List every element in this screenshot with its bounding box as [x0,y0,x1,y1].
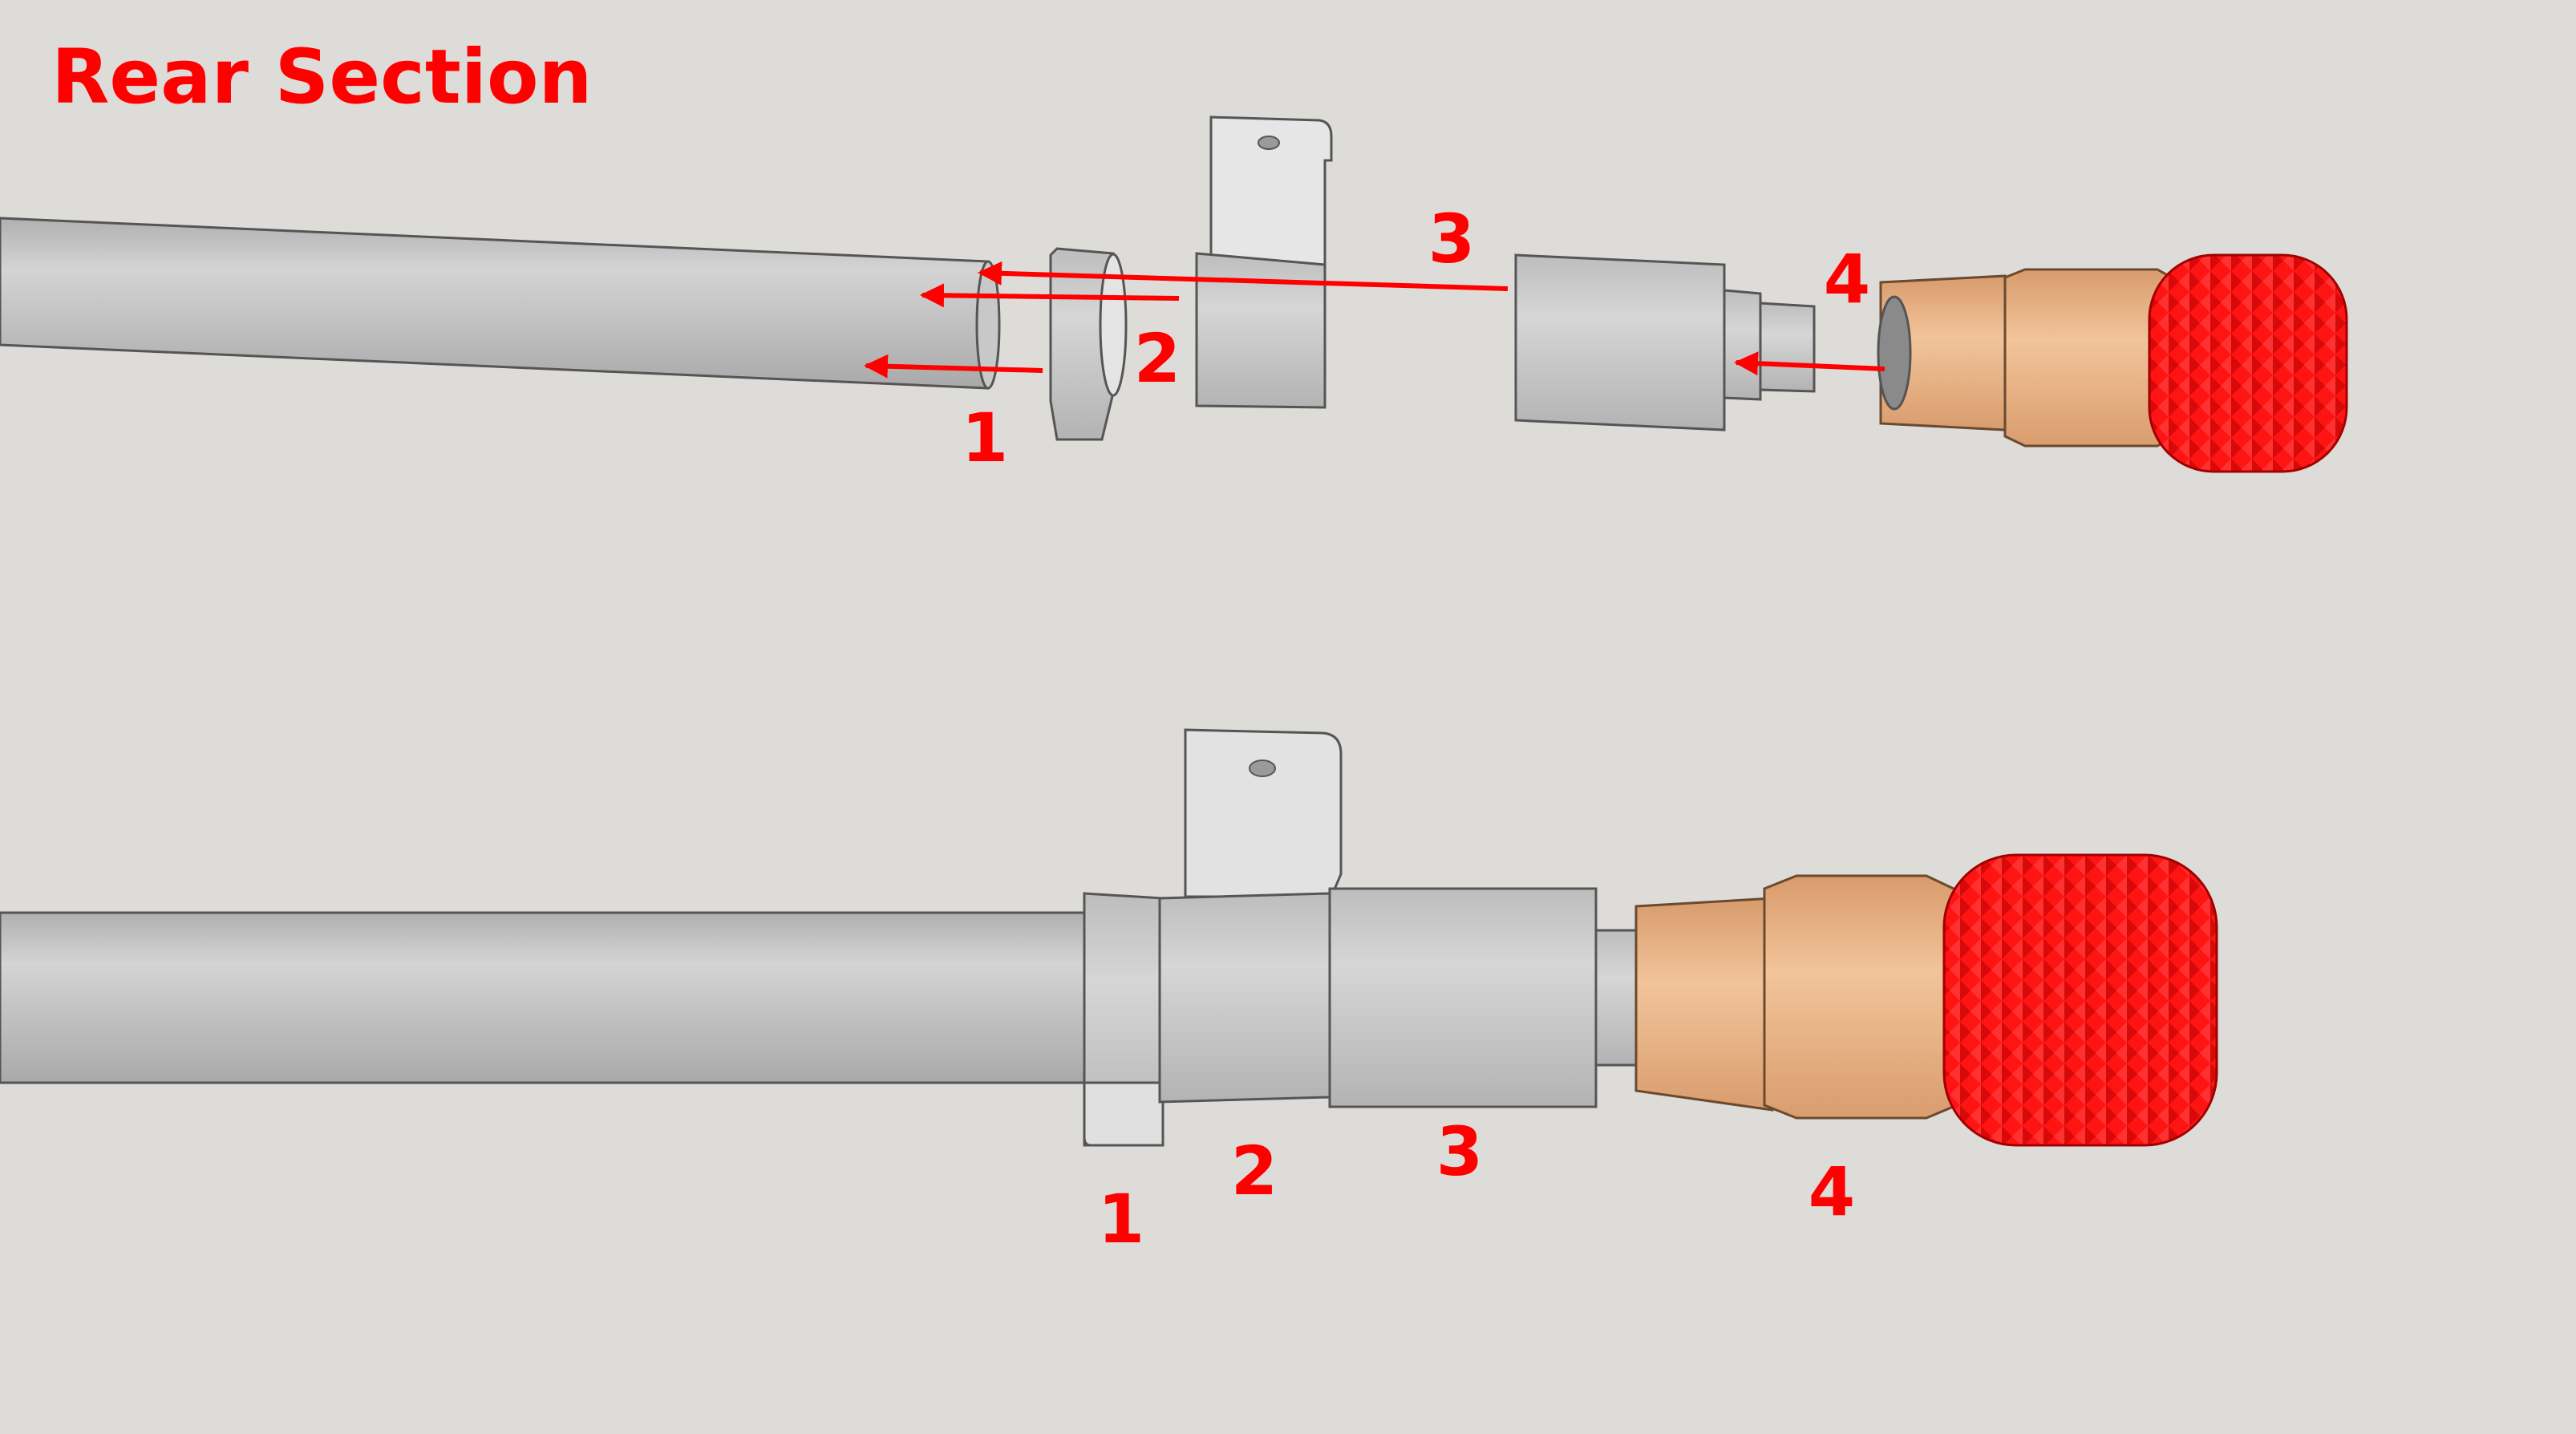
assembled-part-1-flange-tab [1083,1081,1164,1147]
exploded-part-3-step [1723,289,1762,401]
assembled-part-4-fitting [1634,897,1774,1112]
exploded-view [0,115,2348,473]
assembled-part-4-knob [1942,853,2218,1147]
exploded-tube [0,217,990,390]
assembled-callout-1: 1 [1097,1180,1145,1258]
assembled-callout-4: 4 [1808,1152,1856,1231]
assembled-part-3-sleeve [1328,887,1598,1108]
assembled-tube [0,911,1092,1084]
exploded-arrow-3 [978,261,1509,291]
exploded-part-1-flange-face [1099,253,1128,397]
assembled-callout-3: 3 [1436,1112,1484,1191]
assembled-part-4-hex [1763,874,1958,1120]
assembled-part-3-spigot [1594,929,1639,1067]
exploded-callout-2: 2 [1133,319,1181,398]
exploded-callout-4: 4 [1823,240,1871,318]
assembled-part-2-bracket [1184,728,1343,898]
exploded-part-2-collar [1195,252,1326,409]
assembled-part-2-bracket-hole [1249,760,1276,777]
assembled-part-2-collar [1158,892,1331,1104]
exploded-arrow-4 [1734,351,1885,376]
exploded-part-2-bracket-hole [1258,136,1280,150]
assembled-view [0,728,2218,1147]
exploded-part-3-spigot [1759,302,1816,393]
exploded-part-4-fitting-bore [1877,295,1912,411]
exploded-arrow-1 [864,354,1043,379]
exploded-part-3-sleeve [1514,253,1726,431]
exploded-callout-3: 3 [1428,200,1476,278]
diagram-title: Rear Section [51,34,593,121]
exploded-callout-1: 1 [961,399,1009,477]
assembled-callout-2: 2 [1230,1132,1278,1210]
exploded-part-2-bracket [1209,115,1333,270]
exploded-arrow-2 [920,283,1180,308]
exploded-part-4-knob [2148,253,2348,473]
